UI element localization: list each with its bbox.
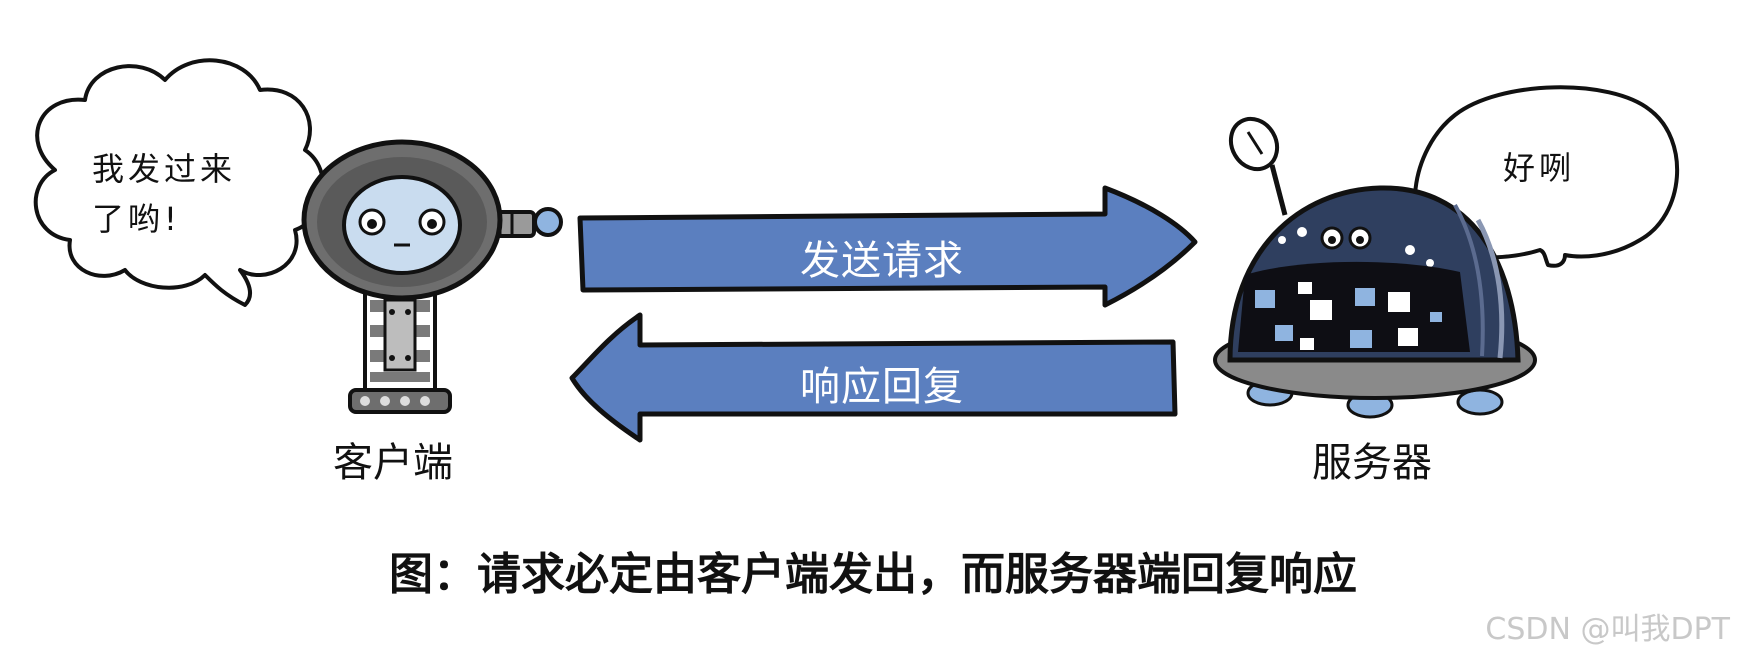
request-arrow-label: 发送请求 <box>800 238 964 284</box>
server-speech-text: 好咧 <box>1503 149 1576 187</box>
watermark: CSDN @叫我DPT <box>1485 612 1730 647</box>
response-arrow <box>569 312 1178 443</box>
client-speech-line-2: 了哟! <box>92 200 181 238</box>
client-speech-line-1: 我发过来 <box>92 150 237 188</box>
client-label: 客户端 <box>333 440 453 486</box>
request-arrow <box>577 185 1198 308</box>
client-speech-text: 我发过来 了哟! <box>92 144 236 244</box>
server-robot-icon <box>1213 116 1537 419</box>
response-arrow-label: 响应回复 <box>800 364 964 410</box>
figure-caption: 图：请求必定由客户端发出，而服务器端回复响应 <box>389 549 1357 600</box>
client-robot-icon <box>301 139 563 414</box>
server-label: 服务器 <box>1312 440 1432 486</box>
client-speech-bubble <box>33 58 325 307</box>
